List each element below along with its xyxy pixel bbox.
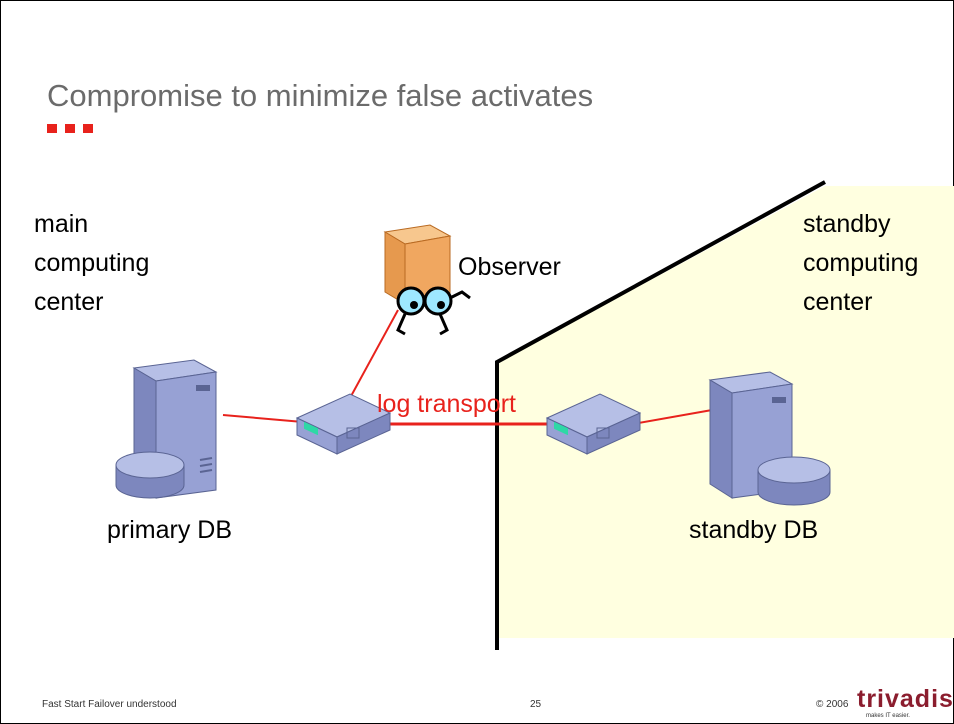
- zone-boundary: [495, 180, 826, 650]
- slide-title: Compromise to minimize false activates: [47, 78, 594, 113]
- primary-db-label: primary DB: [107, 516, 233, 544]
- primary-link: [222, 414, 304, 423]
- observer-label: Observer: [458, 253, 561, 281]
- standby-center-label: standby computing center: [803, 210, 919, 316]
- observer-icon: [383, 224, 471, 336]
- observer-link: [349, 309, 399, 399]
- log-transport-label: log transport: [377, 390, 516, 418]
- primary-server-icon: [115, 359, 218, 499]
- standby-db-label: standby DB: [689, 516, 819, 544]
- footer-copyright: © 2006: [816, 699, 849, 710]
- standby-server-icon: [708, 371, 831, 506]
- footer-page-number: 25: [530, 699, 542, 710]
- brand-logo: trivadis: [857, 685, 954, 713]
- right-switch-icon: [545, 393, 642, 455]
- left-switch-icon: [295, 393, 392, 455]
- main-center-label: main computing center: [34, 210, 150, 316]
- title-accent-icon: [47, 124, 93, 133]
- brand-tagline: makes IT easier.: [866, 713, 910, 719]
- footer-title: Fast Start Failover understood: [42, 699, 177, 710]
- standby-link: [632, 409, 713, 425]
